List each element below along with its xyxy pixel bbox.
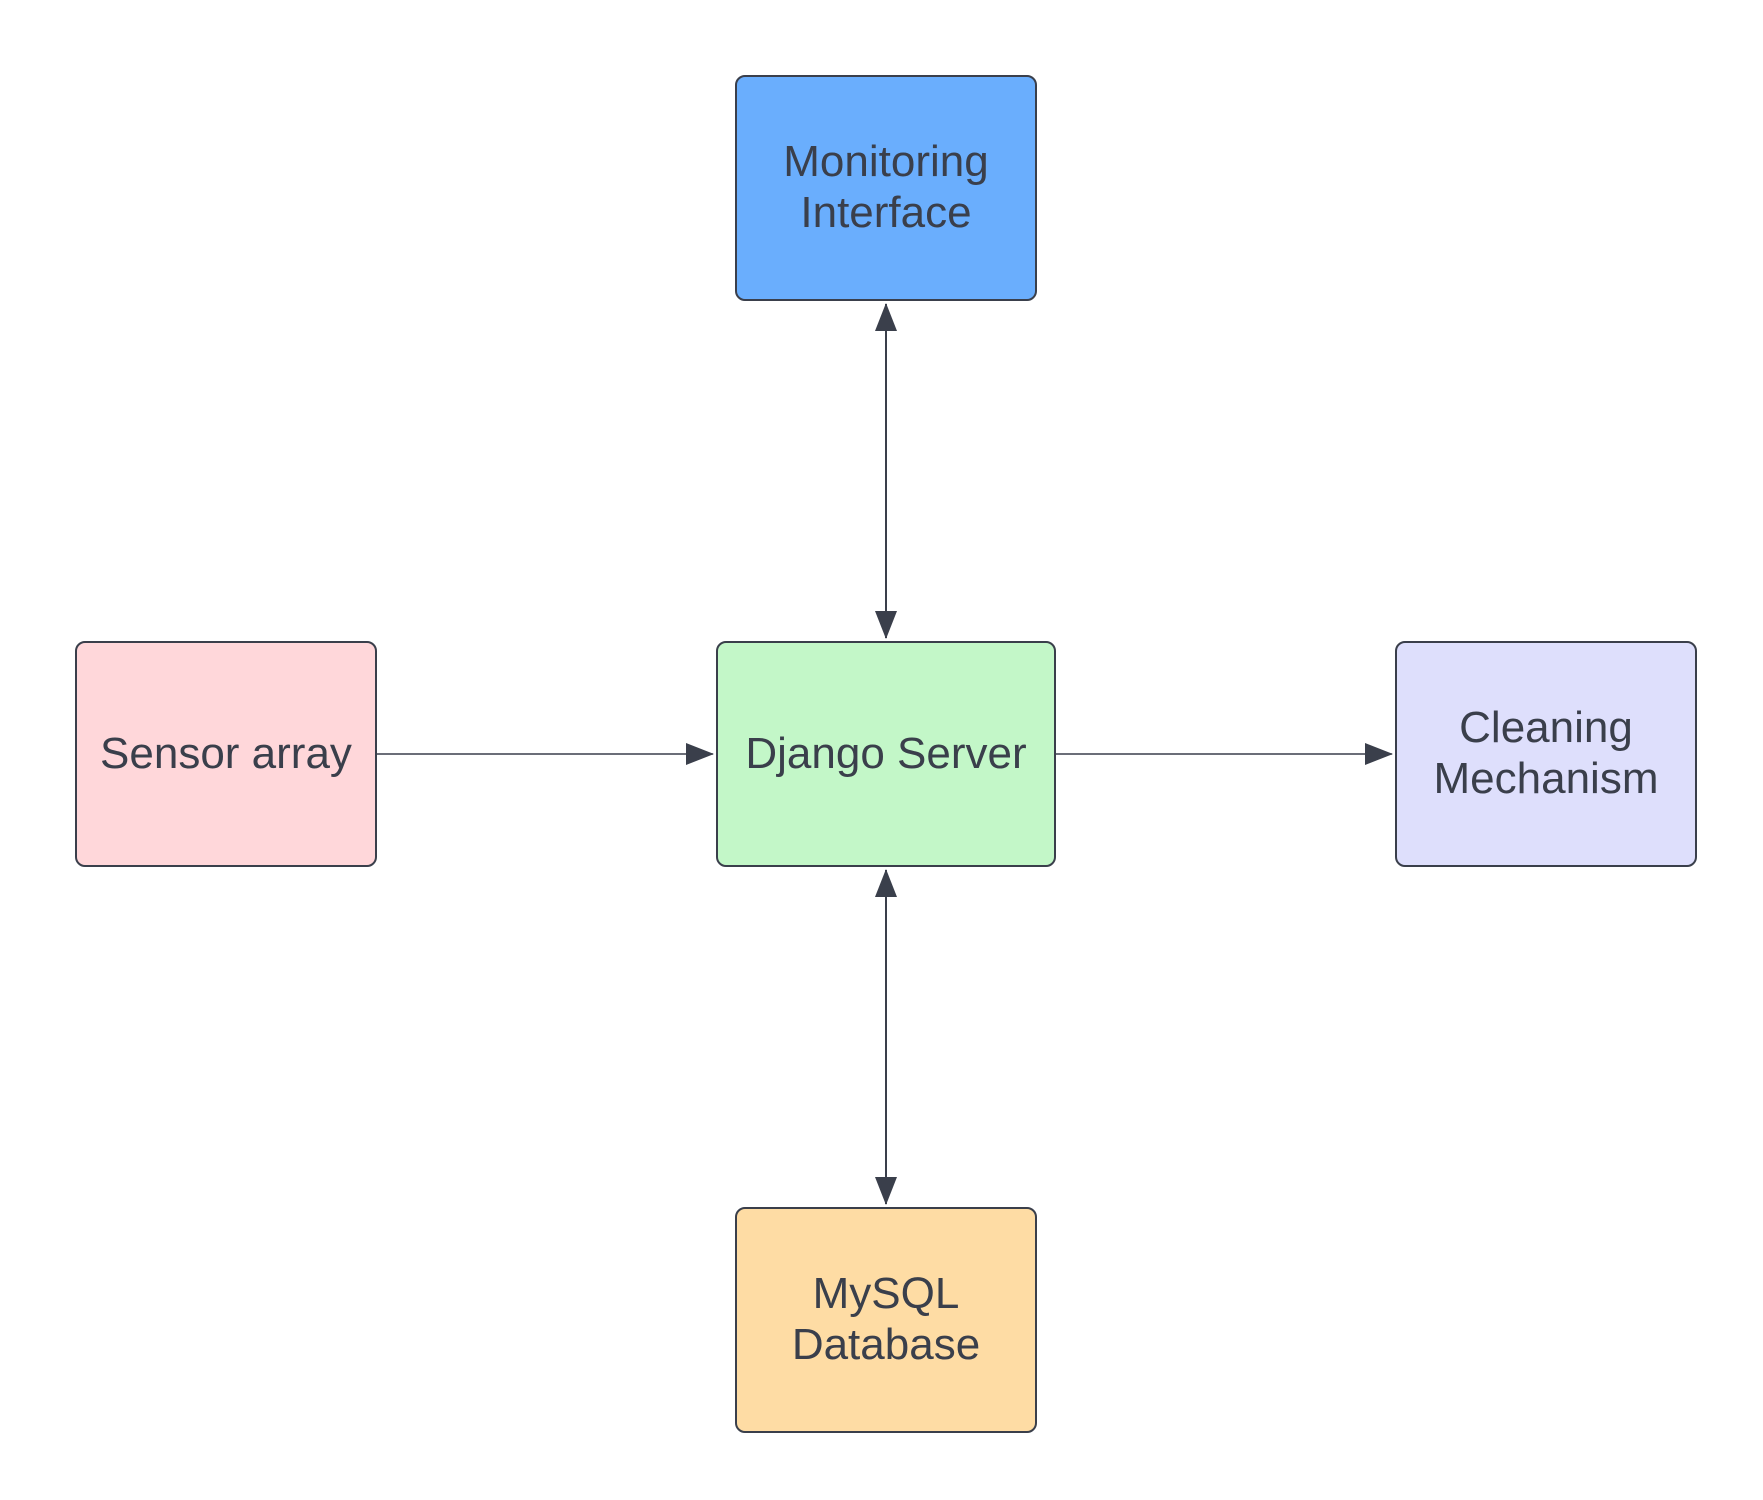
node-mysql-database[interactable]: MySQL Database: [735, 1207, 1037, 1433]
node-cleaning-mechanism-label: Cleaning Mechanism: [1433, 703, 1659, 803]
node-sensor-array-label: Sensor array: [100, 728, 352, 778]
node-monitoring-interface-label: Monitoring Interface: [783, 137, 989, 237]
node-django-server-label: Django Server: [745, 728, 1027, 778]
node-monitoring-interface[interactable]: Monitoring Interface: [735, 75, 1037, 301]
node-django-server[interactable]: Django Server: [716, 641, 1056, 867]
node-cleaning-mechanism[interactable]: Cleaning Mechanism: [1395, 641, 1697, 867]
node-sensor-array[interactable]: Sensor array: [75, 641, 377, 867]
node-mysql-database-label: MySQL Database: [791, 1269, 981, 1369]
